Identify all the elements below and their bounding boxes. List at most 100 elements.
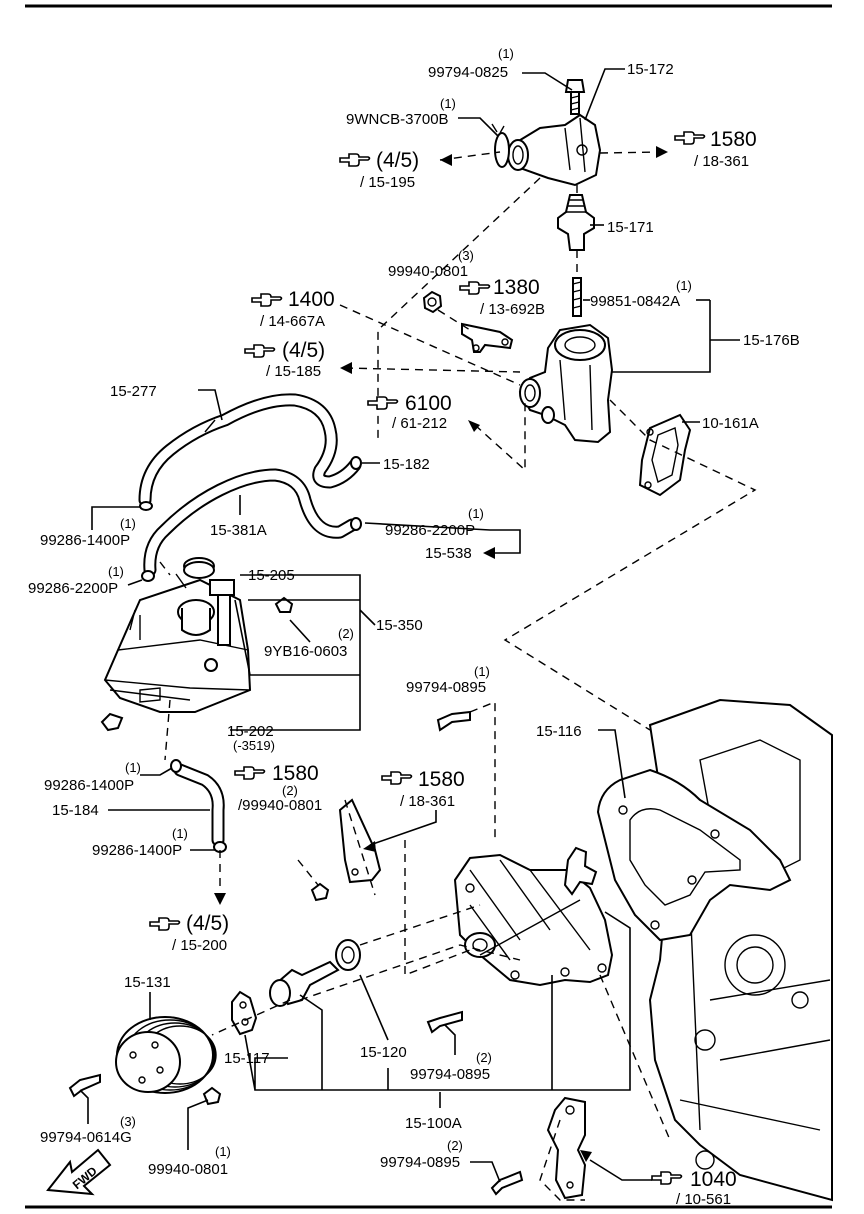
part-number: 15-184 — [52, 802, 99, 819]
qty-label: (2) — [282, 783, 298, 798]
nut-three — [422, 290, 443, 314]
qty-label: (1) — [120, 516, 136, 531]
reference-page: / 18-361 — [694, 153, 749, 170]
part-number: 15-117 — [224, 1050, 270, 1067]
part-number: 99286-2200P — [28, 580, 118, 597]
pointing-hand-icon — [674, 131, 706, 145]
part-number: 99794-0825 — [428, 64, 508, 81]
part-number: 99286-1400P — [44, 777, 134, 794]
reference-number: 1580 — [272, 762, 319, 785]
reference-page: / 14-667A — [260, 313, 325, 330]
qty-label: (1) — [215, 1144, 231, 1159]
qty-label: (1) — [125, 760, 141, 775]
pointing-hand-icon — [149, 917, 181, 931]
bracket-1380 — [461, 322, 514, 353]
reference-number: 1580 — [418, 768, 465, 791]
qty-label: (3) — [458, 248, 474, 263]
outlet-gasket — [638, 413, 692, 497]
reference-page: / 15-195 — [360, 174, 415, 191]
pointing-hand-icon — [244, 344, 276, 358]
reference-page: / 61-212 — [392, 415, 447, 432]
thermostat-housing — [507, 113, 602, 187]
hose-clamp-top — [491, 123, 510, 168]
leader-lines — [79, 68, 740, 1183]
clamps — [139, 456, 362, 853]
part-number: 9YB16-0603 — [264, 643, 347, 660]
qty-label: (1) — [108, 564, 124, 579]
part-number: 15-205 — [248, 567, 295, 584]
part-number: 99794-0614G — [40, 1129, 132, 1146]
pointing-hand-icon — [234, 766, 266, 780]
part-number: 99940-0801 — [148, 1161, 228, 1178]
pointing-hand-icon — [651, 1171, 683, 1185]
qty-label: (2) — [447, 1138, 463, 1153]
pointing-hand-icon — [459, 281, 491, 295]
part-number: 99940-0801 — [388, 263, 468, 280]
qty-label: (1) — [498, 46, 514, 61]
qty-label: (1) — [474, 664, 490, 679]
part-number: 15-538 — [425, 545, 472, 562]
hose-381a — [143, 468, 359, 577]
pointing-hand-icon — [381, 771, 413, 785]
pump-gasket — [596, 768, 792, 942]
hose-184 — [173, 763, 225, 847]
stud — [572, 277, 582, 317]
bracket-1040 — [546, 1096, 587, 1200]
reference-page: / 13-692B — [480, 301, 545, 318]
qty-label: (1) — [172, 826, 188, 841]
part-number: 99286-1400P — [92, 842, 182, 859]
part-number: 15-100A — [405, 1115, 462, 1132]
part-number: 9WNCB-3700B — [346, 111, 449, 128]
part-note: (-3519) — [233, 738, 275, 753]
qty-label: (1) — [468, 506, 484, 521]
reference-number: 1400 — [288, 288, 335, 311]
part-number: 15-171 — [607, 219, 654, 236]
part-number: 99851-0842A — [590, 293, 680, 310]
part-number: 15-131 — [124, 974, 171, 991]
bracket-1580 — [338, 798, 382, 884]
qty-label: (2) — [476, 1050, 492, 1065]
pointing-hand-icon — [251, 293, 283, 307]
part-number: 99286-2200P — [385, 522, 475, 539]
part-number: 15-182 — [383, 456, 430, 473]
fwd-arrow-icon: FWD — [46, 1148, 112, 1196]
arrowheads — [214, 146, 668, 1162]
part-number: 99794-0895 — [410, 1066, 490, 1083]
part-number: 15-116 — [536, 723, 582, 740]
pointing-hand-icon — [367, 396, 399, 410]
part-number: 15-202 — [227, 723, 274, 740]
reference-number: (4/5) — [376, 149, 419, 172]
reference-number: (4/5) — [282, 339, 325, 362]
part-number: 15-350 — [376, 617, 423, 634]
reference-page: / 18-361 — [400, 793, 455, 810]
pump-plate — [231, 990, 258, 1036]
pointing-hand-icon — [339, 153, 371, 167]
part-number: 15-172 — [627, 61, 674, 78]
part-number: 15-120 — [360, 1044, 407, 1061]
reference-number: (4/5) — [186, 912, 229, 935]
reference-number: 1580 — [710, 128, 757, 151]
reference-page: / 15-185 — [266, 363, 321, 380]
part-number: 10-161A — [702, 415, 759, 432]
part-number: 15-381A — [210, 522, 267, 539]
thermostat — [557, 194, 595, 251]
qty-label: (3) — [120, 1114, 136, 1129]
part-number: 99794-0895 — [406, 679, 486, 696]
reference-number: 6100 — [405, 392, 452, 415]
reference-number: 1380 — [493, 276, 540, 299]
reference-page: / 15-200 — [172, 937, 227, 954]
upper-hose-277 — [138, 393, 362, 507]
engine-block — [648, 698, 833, 1202]
part-number: 15-176B — [743, 332, 800, 349]
reference-number: 1040 — [690, 1168, 737, 1191]
reference-page: / 10-561 — [676, 1191, 731, 1208]
water-pump — [453, 846, 614, 987]
bolt-tank — [274, 596, 294, 613]
part-number: 99794-0895 — [380, 1154, 460, 1171]
qty-label: (1) — [676, 278, 692, 293]
part-number: 99286-1400P — [40, 532, 130, 549]
part-number: 15-277 — [110, 383, 157, 400]
qty-label: (1) — [440, 96, 456, 111]
reference-page: /99940-0801 — [238, 797, 322, 814]
